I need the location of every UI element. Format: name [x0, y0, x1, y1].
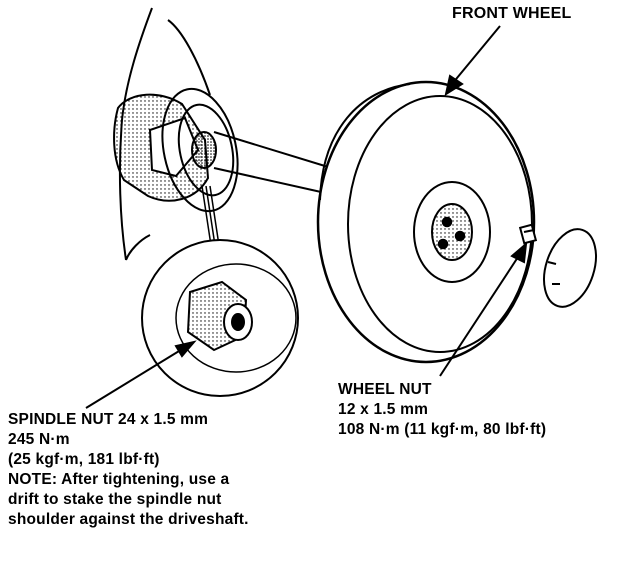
front-wheel-arrow: [444, 25, 501, 97]
spindle-nut-title: SPINDLE NUT 24 x 1.5 mm: [8, 411, 209, 428]
spindle-nut-note-line-2: drift to stake the spindle nut: [8, 491, 222, 508]
front-wheel-label: FRONT WHEEL: [452, 5, 572, 22]
wheel-nut-size: 12 x 1.5 mm: [338, 401, 429, 418]
wheel-nut-arrow: [439, 241, 528, 377]
spindle-nut-torque-alt: (25 kgf·m, 181 lbf·ft): [8, 451, 160, 468]
front-wheel: [316, 80, 536, 364]
spindle-nut-note-line-1: NOTE: After tightening, use a: [8, 471, 230, 488]
wheel-nut-callout: WHEEL NUT 12 x 1.5 mm 108 N·m (11 kgf·m,…: [338, 380, 546, 440]
wheel-nut-title: WHEEL NUT: [338, 381, 432, 398]
spindle-nut-torque: 245 N·m: [8, 431, 70, 448]
spindle-nut-arrow: [85, 340, 197, 409]
spindle-nut-callout: SPINDLE NUT 24 x 1.5 mm 245 N·m (25 kgf·…: [8, 410, 249, 530]
wheel-nut-torque: 108 N·m (11 kgf·m, 80 lbf·ft): [338, 421, 547, 438]
spindle-nut-detail: [141, 239, 299, 397]
spindle-nut-note-line-3: shoulder against the driveshaft.: [8, 511, 249, 528]
brake-disc: [161, 87, 239, 213]
center-cap: [543, 228, 597, 308]
wheel-nut: [518, 223, 538, 245]
